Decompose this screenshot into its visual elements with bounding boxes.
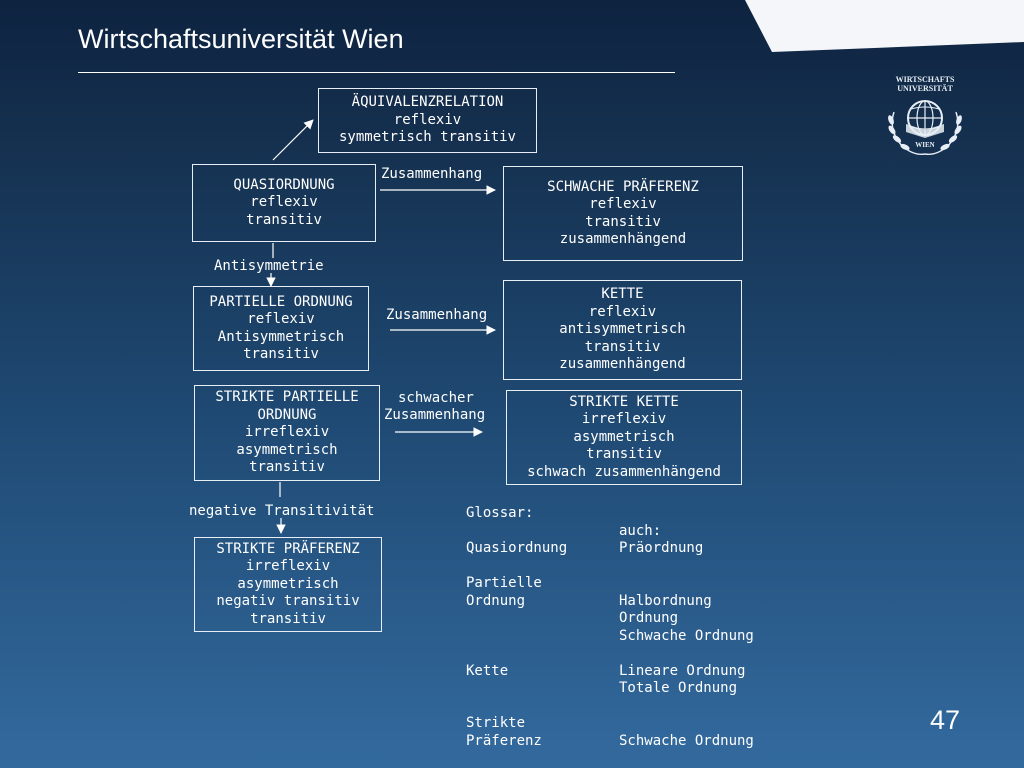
glossary-term: Partielle bbox=[466, 575, 542, 591]
box-aequivalenz-prop: reflexiv bbox=[393, 111, 462, 128]
glossary-synonym: Halbordnung bbox=[619, 592, 712, 609]
box-schwache-praeferenz-prop: transitiv bbox=[585, 213, 661, 230]
edge-label-zusammenhang: Zusammenhang bbox=[386, 307, 488, 323]
arrow-quasi-to-aequivalenz bbox=[272, 119, 314, 161]
glossary-term: Kette bbox=[466, 662, 509, 679]
box-strikte-partielle-title: ORDNUNG bbox=[257, 406, 317, 423]
box-schwache-praeferenz-prop: zusammenhängend bbox=[559, 231, 687, 247]
page-number: 47 bbox=[930, 705, 961, 735]
box-quasiordnung-title: QUASIORDNUNG bbox=[233, 176, 335, 193]
box-aequivalenz-title: ÄQUIVALENZRELATION bbox=[351, 94, 504, 111]
box-strikte-kette-prop: asymmetrisch bbox=[573, 428, 675, 445]
box-partielle-ordnung-prop: transitiv bbox=[243, 346, 319, 362]
glossary-synonym: Schwache Ordnung bbox=[619, 627, 754, 644]
box-strikte-praeferenz: STRIKTE PRÄFERENZ irreflexiv asymmetrisc… bbox=[194, 537, 382, 632]
box-schwache-praeferenz-title: SCHWACHE PRÄFERENZ bbox=[547, 178, 699, 195]
box-kette-prop: transitiv bbox=[584, 338, 661, 355]
box-kette: KETTE reflexiv antisymmetrisch transitiv… bbox=[503, 280, 742, 380]
box-schwache-praeferenz: SCHWACHE PRÄFERENZ reflexiv transitiv zu… bbox=[503, 166, 743, 261]
box-kette-prop: reflexiv bbox=[588, 303, 657, 320]
box-partielle-ordnung-prop: Antisymmetrisch bbox=[217, 328, 345, 345]
box-strikte-praeferenz-prop: negativ transitiv bbox=[216, 593, 360, 610]
box-quasiordnung: QUASIORDNUNG reflexiv transitiv bbox=[192, 164, 376, 242]
glossary-synonym: Totale Ordnung bbox=[619, 680, 738, 696]
box-aequivalenz-prop: symmetrisch transitiv bbox=[338, 129, 516, 146]
glossary-term: Präferenz bbox=[466, 732, 542, 749]
box-strikte-partielle-title: STRIKTE PARTIELLE bbox=[215, 389, 359, 406]
logo-text-line3: WIEN bbox=[915, 141, 934, 149]
edge-label-negative-transitivitaet: negative Transitivität bbox=[189, 503, 375, 519]
box-strikte-partielle-prop: asymmetrisch bbox=[236, 441, 338, 458]
glossary-synonym: Lineare Ordnung bbox=[619, 662, 746, 679]
box-aequivalenzrelation: ÄQUIVALENZRELATION reflexiv symmetrisch … bbox=[318, 88, 537, 153]
box-quasiordnung-prop: reflexiv bbox=[250, 194, 318, 211]
box-quasiordnung-prop: transitiv bbox=[246, 211, 322, 228]
box-strikte-kette: STRIKTE KETTE irreflexiv asymmetrisch tr… bbox=[506, 390, 742, 485]
box-strikte-praeferenz-prop: asymmetrisch bbox=[237, 575, 339, 592]
box-strikte-kette-prop: irreflexiv bbox=[581, 411, 667, 428]
box-partielle-ordnung-title: PARTIELLE ORDNUNG bbox=[209, 293, 353, 310]
title-divider bbox=[78, 72, 675, 73]
box-strikte-praeferenz-prop: transitiv bbox=[250, 610, 326, 627]
glossary-term: Ordnung bbox=[466, 592, 526, 609]
glossary-synonym: Schwache Ordnung bbox=[619, 732, 754, 749]
glossary-title: Glossar: bbox=[466, 505, 534, 521]
glossary-term: Quasiordnung bbox=[466, 540, 568, 556]
box-strikte-praeferenz-title: STRIKTE PRÄFERENZ bbox=[216, 540, 360, 557]
box-strikte-praeferenz-prop: irreflexiv bbox=[245, 558, 331, 575]
page-title: Wirtschaftsuniversität Wien bbox=[78, 24, 404, 54]
box-kette-title: KETTE bbox=[601, 286, 644, 303]
glossary-synonym: Ordnung bbox=[619, 610, 679, 626]
box-strikte-kette-prop: schwach zusammenhängend bbox=[527, 463, 721, 480]
box-strikte-partielle-ordnung: STRIKTE PARTIELLE ORDNUNG irreflexiv asy… bbox=[194, 385, 380, 481]
box-partielle-ordnung: PARTIELLE ORDNUNG reflexiv Antisymmetris… bbox=[193, 286, 369, 371]
box-partielle-ordnung-prop: reflexiv bbox=[247, 311, 315, 327]
edge-label-antisymmetrie: Antisymmetrie bbox=[214, 258, 324, 274]
edge-label-zusammenhang: Zusammenhang bbox=[381, 166, 483, 182]
box-strikte-partielle-prop: irreflexiv bbox=[244, 424, 330, 441]
glossary-synonym: Präordnung bbox=[619, 540, 704, 556]
box-strikte-kette-prop: transitiv bbox=[586, 446, 662, 463]
glossary-synonym: auch: bbox=[619, 522, 662, 539]
box-schwache-praeferenz-prop: reflexiv bbox=[589, 196, 657, 212]
glossary-term: Strikte bbox=[466, 715, 526, 731]
logo-text-line1: WIRTSCHAFTS bbox=[896, 75, 955, 84]
box-strikte-kette-title: STRIKTE KETTE bbox=[569, 393, 679, 410]
edge-label-zusammenhang: Zusammenhang bbox=[384, 407, 486, 423]
university-logo-icon: WIRTSCHAFTS UNIVERSITÄT WIEN bbox=[888, 75, 962, 156]
box-kette-prop: zusammenhängend bbox=[559, 356, 686, 373]
logo-text-line2: UNIVERSITÄT bbox=[897, 84, 953, 93]
box-strikte-partielle-prop: transitiv bbox=[249, 459, 325, 476]
box-kette-prop: antisymmetrisch bbox=[559, 321, 686, 338]
edge-label-schwacher: schwacher bbox=[398, 390, 474, 406]
